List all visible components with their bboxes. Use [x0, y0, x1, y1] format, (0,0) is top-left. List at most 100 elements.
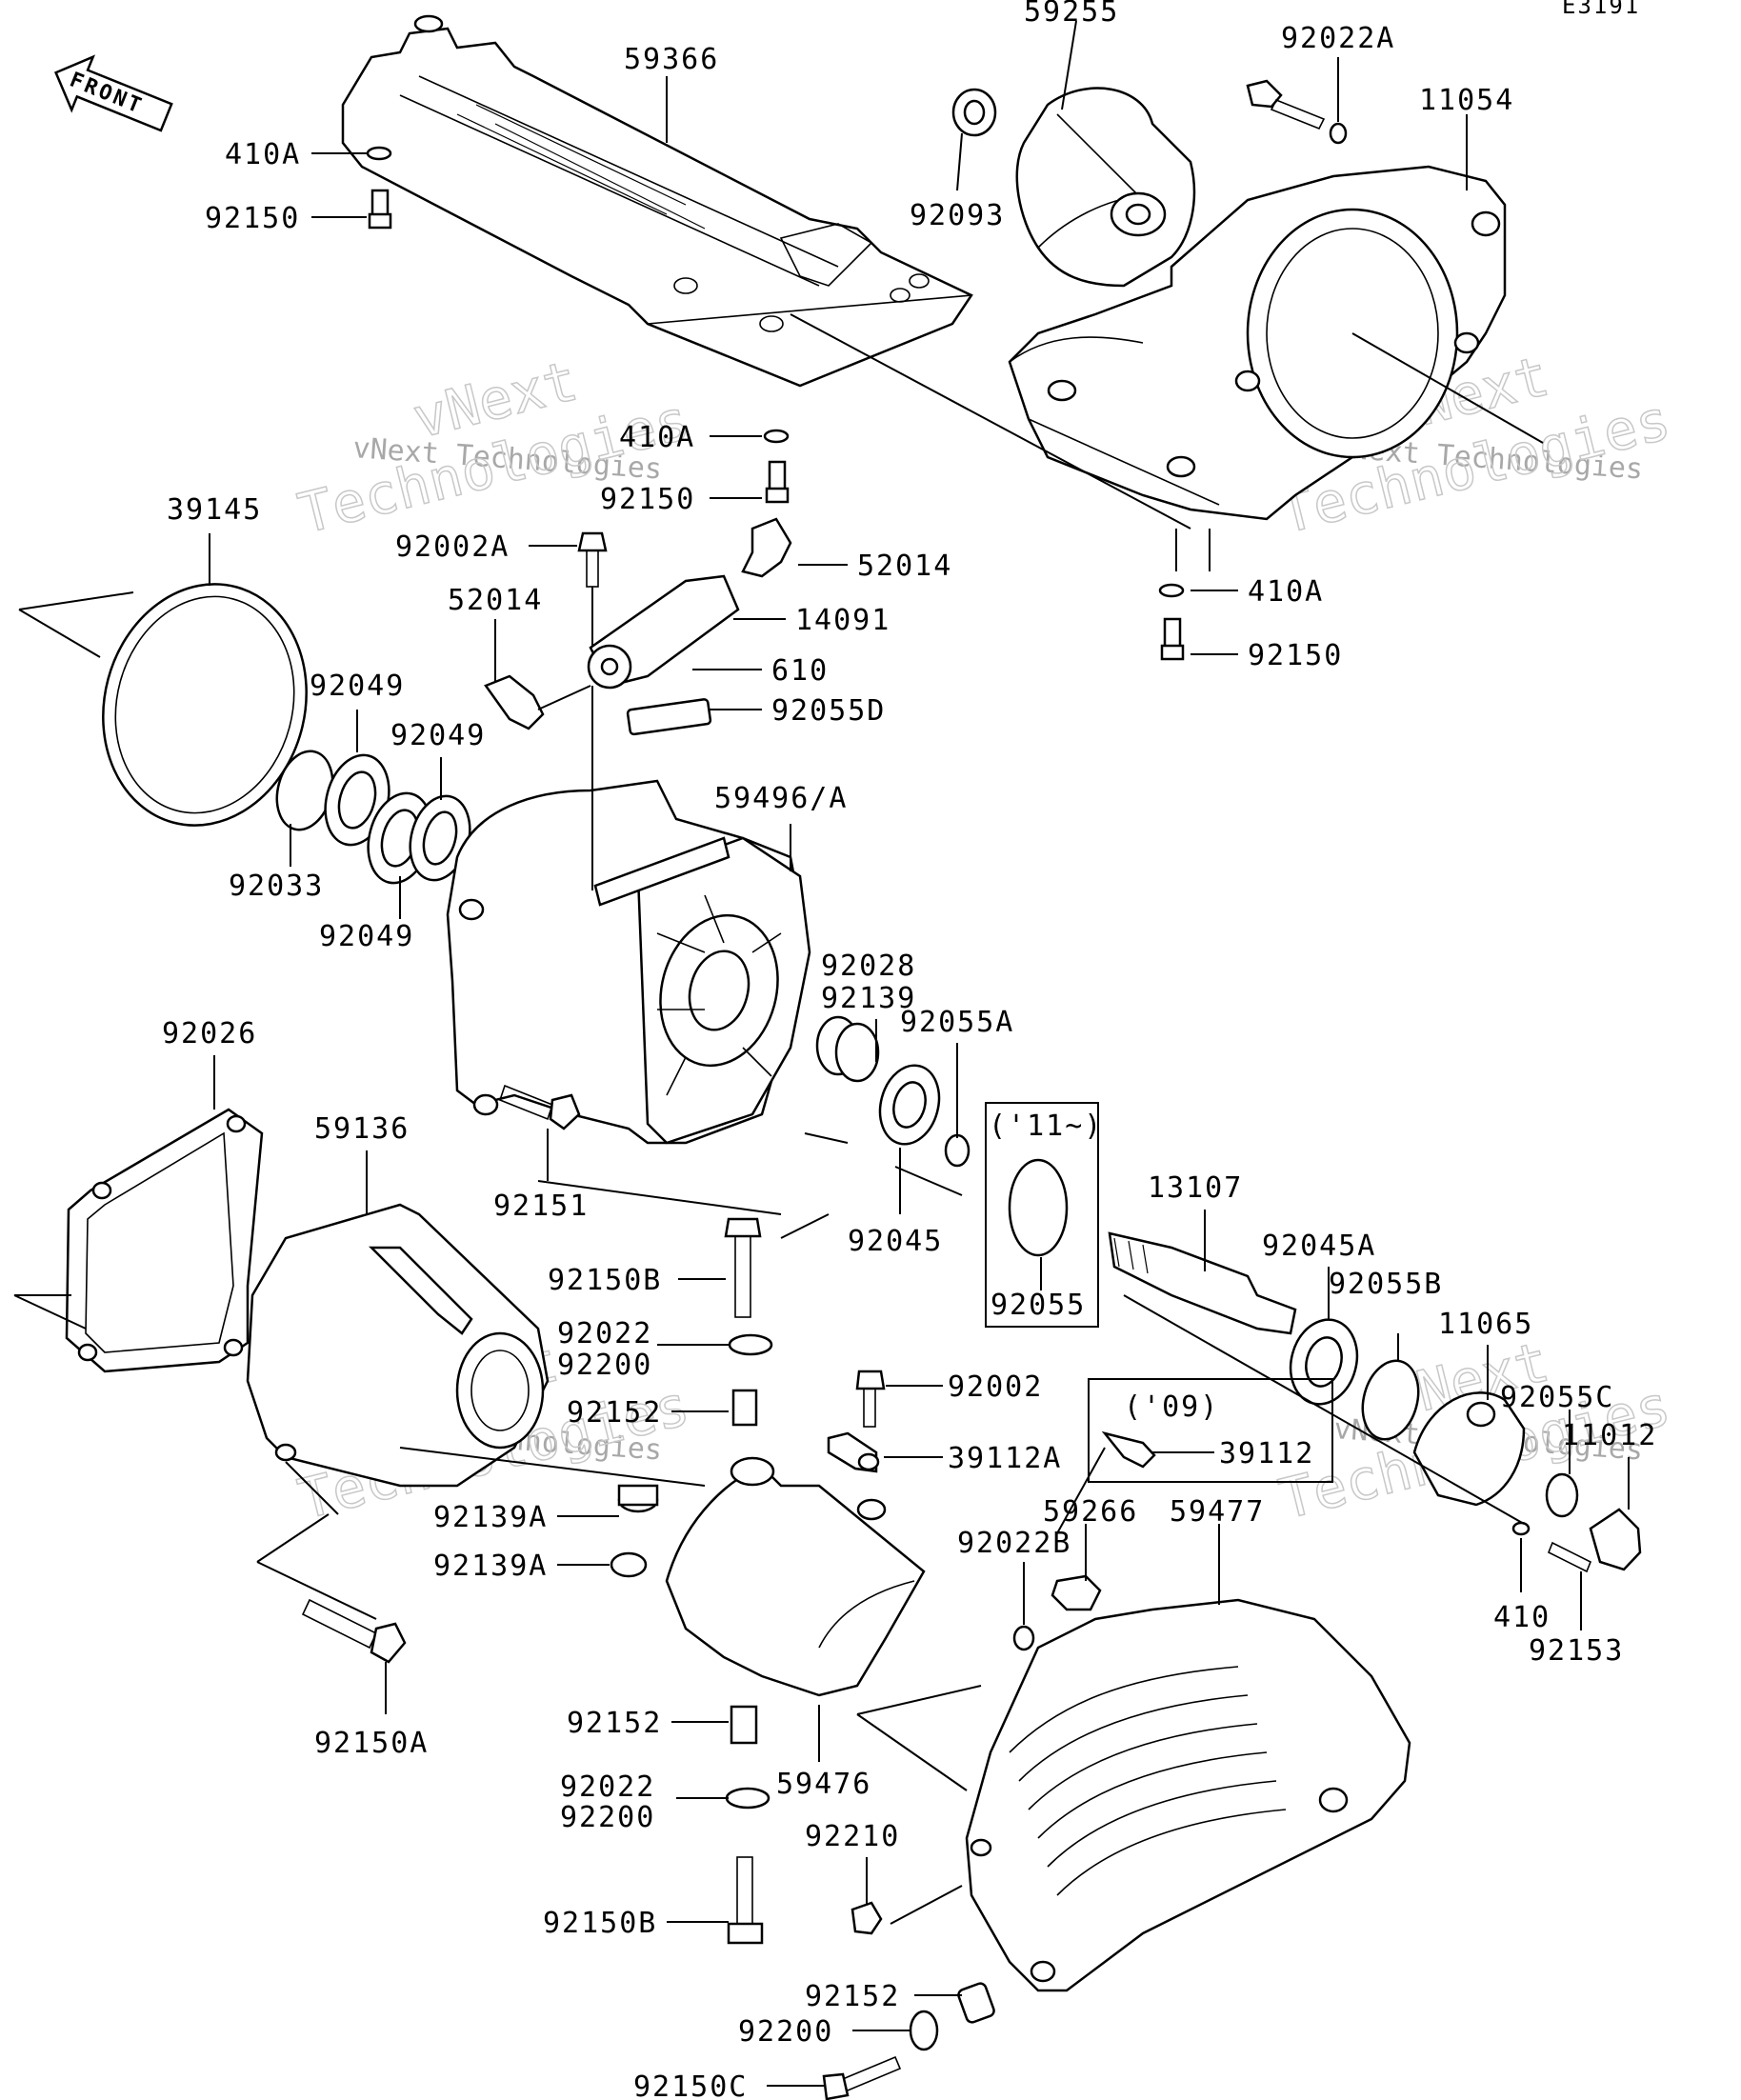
part-label: 92045 — [848, 1225, 943, 1258]
part-label: 92055 — [991, 1289, 1086, 1322]
washer-92022B — [1012, 1625, 1035, 1651]
part-label: 92152 — [567, 1396, 662, 1430]
part-label: 92055D — [771, 694, 886, 728]
part-label: 59366 — [624, 43, 719, 76]
part-label: 92049 — [319, 920, 414, 953]
part-label: 92150 — [1248, 639, 1343, 672]
part-label: 92049 — [390, 719, 486, 752]
part-label: 92150 — [600, 483, 695, 516]
part-label: 59136 — [314, 1112, 410, 1146]
deflector-59476 — [665, 1456, 926, 1697]
washer-bolt-set-1 — [366, 146, 392, 230]
bolt-92022A — [1246, 79, 1348, 145]
part-label: 92210 — [805, 1820, 900, 1853]
year-box-09 — [1088, 1378, 1333, 1483]
part-label: 92022B — [957, 1527, 1071, 1560]
part-label: 410A — [619, 421, 695, 454]
part-label: 92139A — [433, 1501, 548, 1534]
lever-39112A — [827, 1431, 880, 1473]
part-label: 92200 — [557, 1349, 652, 1382]
part-label: 11054 — [1419, 84, 1514, 117]
part-label: 92045A — [1262, 1230, 1376, 1263]
washer-92200-bottom — [909, 2010, 939, 2051]
part-label: 92150B — [543, 1907, 657, 1940]
diagram-code: E3191 — [1562, 0, 1640, 19]
part-label: 92152 — [805, 1980, 900, 2013]
front-label: FRONT — [67, 69, 148, 120]
part-label: 92022 — [560, 1770, 655, 1804]
part-label: 11012 — [1562, 1419, 1657, 1452]
part-label: 92033 — [229, 870, 324, 903]
collar-92152-upper — [731, 1389, 758, 1427]
fitting-59266 — [1051, 1574, 1102, 1611]
part-label: 92002A — [395, 530, 510, 564]
reverse-bucket-59477 — [965, 1598, 1411, 1992]
ring-39145 — [102, 583, 308, 827]
part-label: 52014 — [857, 550, 952, 583]
part-label: 92150C — [633, 2070, 748, 2100]
part-label: 59477 — [1170, 1495, 1265, 1529]
o-ring-92055A — [944, 1133, 971, 1168]
part-label: 13107 — [1148, 1171, 1243, 1205]
bolt-92150C — [822, 2055, 902, 2100]
washer-bolt-set-3 — [1158, 583, 1185, 661]
part-label: 92002 — [948, 1370, 1043, 1404]
part-label: 59496/A — [714, 782, 848, 815]
year-box-11 — [985, 1102, 1099, 1328]
part-label: 92055A — [900, 1006, 1014, 1039]
part-label: 410 — [1493, 1601, 1551, 1634]
bolt-92002A — [577, 531, 608, 588]
part-label: 92200 — [560, 1801, 655, 1834]
bolt-92150B-upper — [724, 1217, 762, 1318]
collar-92152-lower — [730, 1705, 758, 1745]
part-label: 59476 — [776, 1768, 871, 1801]
part-label: 59266 — [1043, 1495, 1138, 1529]
part-label: 92151 — [493, 1190, 589, 1223]
seal-92049-c — [409, 794, 471, 882]
o-ring-92055 — [1008, 1158, 1069, 1257]
washer-92022-lower — [725, 1787, 770, 1810]
bolt-92151 — [499, 1084, 581, 1130]
part-label: 92022A — [1281, 22, 1395, 55]
part-label: 92049 — [310, 670, 405, 703]
part-label: 39112A — [948, 1442, 1062, 1475]
bolt-92150A — [301, 1598, 407, 1664]
seal-92093 — [951, 88, 997, 137]
bolt-92150B-lower — [727, 1856, 764, 1945]
part-label: 92150 — [205, 202, 300, 235]
impeller — [1015, 87, 1196, 288]
part-label: 92139 — [821, 982, 916, 1015]
bushing-92139A-lower — [610, 1551, 648, 1578]
bearing-92045A — [1289, 1318, 1359, 1406]
part-label: 52014 — [448, 584, 543, 617]
part-label: 92139A — [433, 1550, 548, 1583]
gasket-92026 — [65, 1108, 264, 1373]
part-label: 410A — [225, 138, 301, 171]
nut-92210 — [850, 1901, 883, 1935]
washer-bolt-set-2 — [763, 429, 790, 504]
collar-92152-bottom — [957, 1982, 995, 2024]
bearing-92045 — [878, 1064, 941, 1146]
washer-410 — [1511, 1521, 1531, 1536]
part-label: 92153 — [1529, 1634, 1624, 1668]
part-label: 92150A — [314, 1727, 429, 1760]
shaft-13107 — [1108, 1231, 1297, 1335]
part-label: 92022 — [557, 1317, 652, 1350]
bushing-92028 — [815, 1015, 880, 1083]
part-label: 11065 — [1438, 1308, 1533, 1341]
part-label: 14091 — [795, 604, 891, 637]
nozzle-59136 — [246, 1203, 550, 1488]
part-label: 92026 — [162, 1017, 257, 1050]
part-label: 59255 — [1024, 0, 1119, 29]
valve-14091 — [587, 574, 740, 690]
fitting-52014-left — [484, 674, 545, 730]
fitting-52014-right — [741, 517, 792, 578]
part-label: 92200 — [738, 2015, 833, 2049]
part-labels: 59366 410A 92150 59255 92093 92022A 1105… — [162, 0, 1657, 2100]
part-label: 92152 — [567, 1707, 662, 1740]
part-label: 39145 — [167, 493, 262, 527]
part-label: 92150B — [548, 1264, 662, 1297]
part-39112 — [1101, 1430, 1156, 1469]
pump-housing-59496 — [446, 779, 811, 1145]
